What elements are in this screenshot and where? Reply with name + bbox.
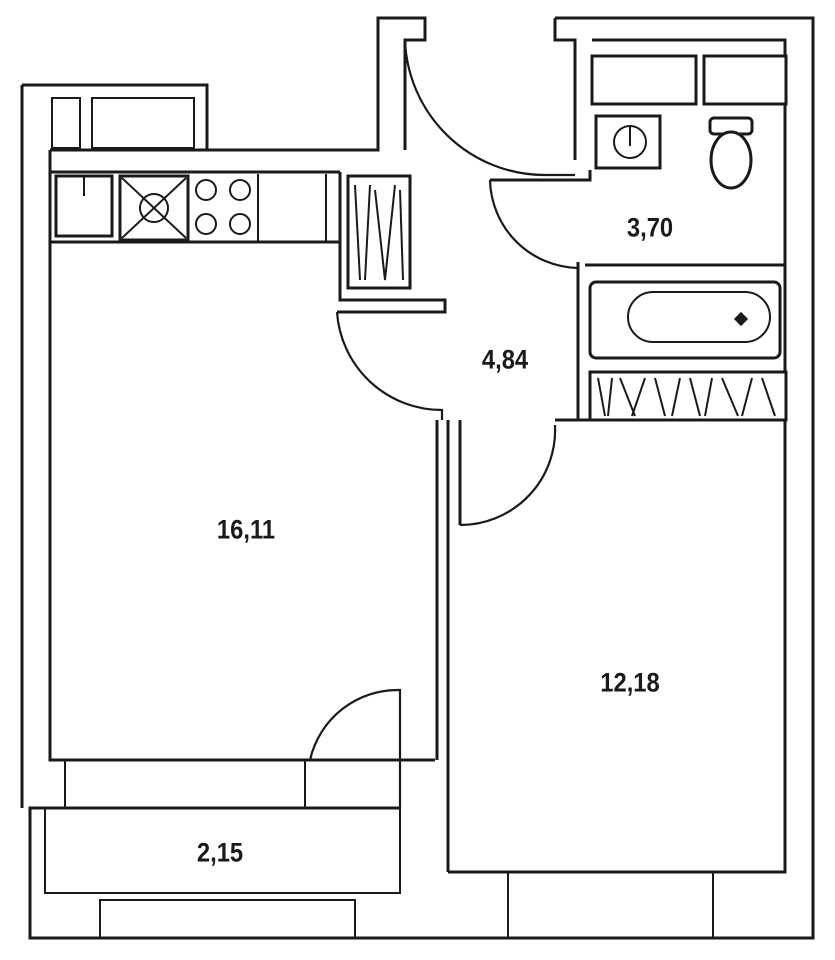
bathroom-fixtures xyxy=(588,54,788,422)
interior-walls xyxy=(50,170,787,874)
room-area-label-hallway: 4,84 xyxy=(481,344,529,375)
room-area-label-kitchen-living: 16,11 xyxy=(216,514,276,545)
room-area-label-balcony: 2,15 xyxy=(196,837,244,868)
hob-icon xyxy=(139,193,169,223)
room-area-label-bathroom: 3,70 xyxy=(626,212,674,243)
toilet-icon xyxy=(708,116,754,190)
windows xyxy=(44,97,714,939)
kitchen-counter xyxy=(54,174,327,242)
room-area-label-bedroom: 12,18 xyxy=(600,667,660,698)
wardrobe-icon xyxy=(346,174,412,290)
outer-walls xyxy=(20,16,815,940)
bathtub-icon xyxy=(588,280,782,360)
washbasin-icon xyxy=(594,114,662,170)
doors xyxy=(308,39,579,808)
